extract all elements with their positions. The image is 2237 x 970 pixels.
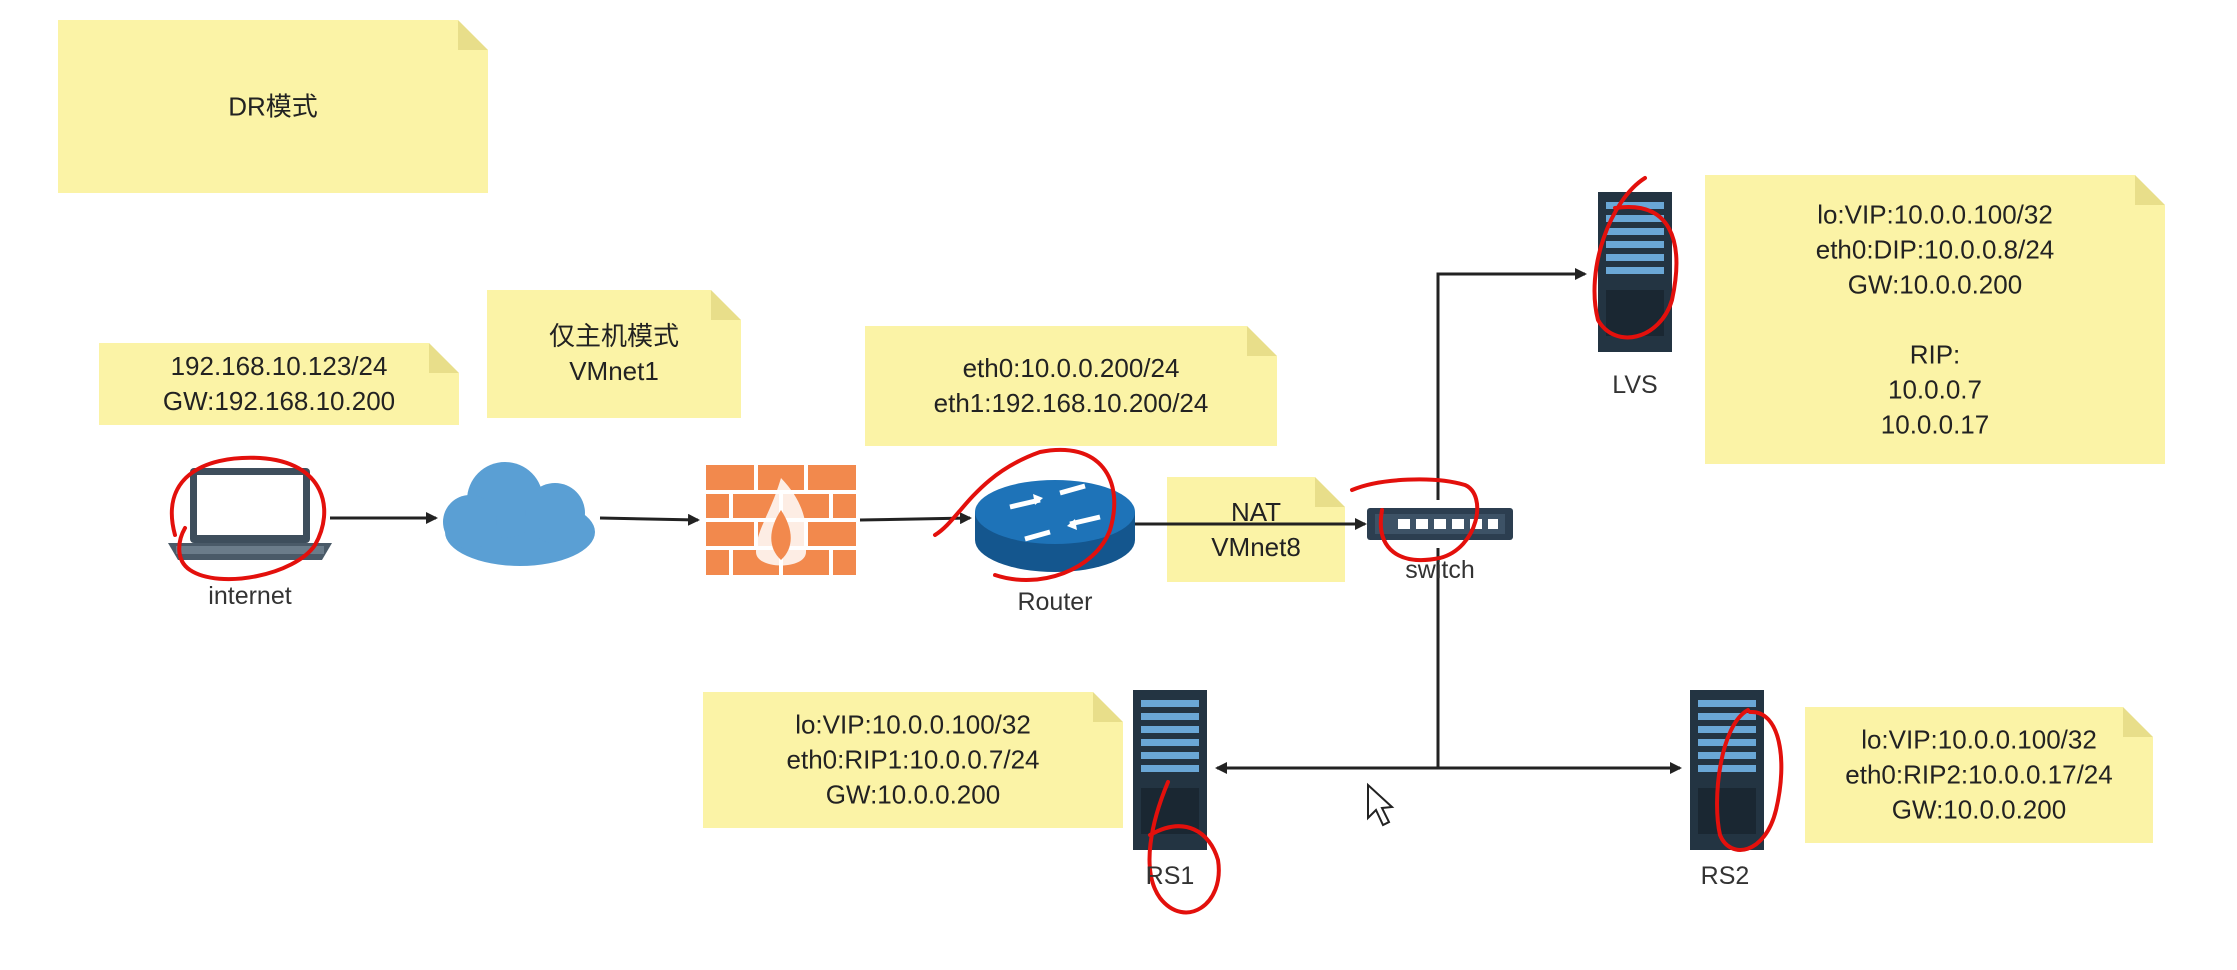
switch-icon [1367, 508, 1513, 540]
label-router: Router [1017, 588, 1093, 616]
cloud-icon [443, 462, 595, 566]
annotation-marks [169, 176, 1784, 915]
note-hostonly: 仅主机模式 VMnet1 [487, 290, 741, 418]
server-icon-rs2 [1690, 690, 1764, 850]
note-mode-text: DR模式 [228, 91, 318, 121]
note-rs2: lo:VIP:10.0.0.100/32 eth0:RIP2:10.0.0.17… [1805, 707, 2153, 843]
note-rs2-text: lo:VIP:10.0.0.100/32 eth0:RIP2:10.0.0.17… [1845, 724, 2113, 825]
cursor-icon [1367, 782, 1395, 827]
annotation-router [933, 448, 1117, 582]
server-icon-rs1 [1133, 690, 1207, 850]
note-mode: DR模式 [58, 20, 488, 193]
note-nat-text: NAT VMnet8 [1211, 496, 1301, 562]
note-hostonly-text: 仅主机模式 VMnet1 [548, 321, 679, 386]
connector-cloud-firewall [599, 513, 700, 526]
note-client-ip-text: 192.168.10.123/24 GW:192.168.10.200 [162, 351, 396, 416]
annotation-switch [1350, 477, 1480, 562]
note-rs1: lo:VIP:10.0.0.100/32 eth0:RIP1:10.0.0.7/… [703, 692, 1123, 828]
annotation-rs1 [1147, 780, 1221, 915]
note-lvs: lo:VIP:10.0.0.100/32 eth0:DIP:10.0.0.8/2… [1705, 175, 2165, 464]
router-icon [975, 480, 1135, 572]
label-lvs: LVS [1612, 371, 1658, 399]
label-rs1: RS1 [1145, 862, 1195, 890]
note-nat: NAT VMnet8 [1167, 477, 1345, 582]
firewall-icon [706, 465, 856, 575]
label-rs2: RS2 [1700, 862, 1750, 890]
note-lvs-text: lo:VIP:10.0.0.100/32 eth0:DIP:10.0.0.8/2… [1815, 199, 2055, 439]
connector-switch-lvs [1436, 268, 1587, 500]
annotation-laptop [169, 455, 327, 582]
annotation-lvs [1592, 176, 1679, 340]
laptop-icon [168, 468, 332, 560]
label-internet: internet [208, 582, 292, 610]
annotation-rs2 [1715, 708, 1784, 852]
note-client-ip: 192.168.10.123/24 GW:192.168.10.200 [99, 343, 459, 425]
note-rs1-text: lo:VIP:10.0.0.100/32 eth0:RIP1:10.0.0.7/… [786, 709, 1040, 810]
note-router-ip: eth0:10.0.0.200/24 eth1:192.168.10.200/2… [865, 326, 1277, 446]
note-router-ip-text: eth0:10.0.0.200/24 eth1:192.168.10.200/2… [933, 353, 1209, 418]
label-switch: switch [1405, 556, 1475, 584]
